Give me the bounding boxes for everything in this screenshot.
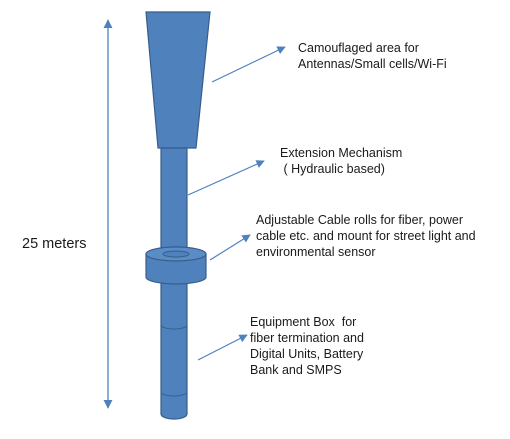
equipment-box-line-4: Bank and SMPS: [250, 363, 342, 377]
extension-mechanism-label: Extension Mechanism ( Hydraulic based): [280, 145, 402, 177]
height-label: 25 meters: [22, 236, 87, 252]
equipment-box-label: Equipment Box for fiber termination and …: [250, 314, 364, 378]
extension-mechanism-line-1: Extension Mechanism: [280, 146, 403, 160]
extension-mast: [160, 139, 188, 257]
cable-rolls-label: Adjustable Cable rolls for fiber, power …: [256, 212, 476, 260]
extension-mechanism-line-2: ( Hydraulic based): [280, 162, 385, 176]
equipment-box-line-1: Equipment Box for: [250, 315, 357, 329]
callout-arrow-camouflaged-area: [211, 46, 286, 83]
camouflaged-area-label: Camouflaged area for Antennas/Small cell…: [298, 40, 447, 72]
callout-arrow-cable-rolls: [209, 234, 251, 261]
cable-roll-collar: [145, 246, 207, 285]
cable-rolls-line-1: Adjustable Cable rolls for fiber, power: [256, 213, 464, 227]
cable-rolls-line-3: environmental sensor: [256, 245, 376, 259]
lower-pole-section: [160, 280, 188, 420]
camouflaged-area-line-1: Camouflaged area for: [298, 41, 419, 55]
callout-arrow-equipment-box: [197, 334, 248, 361]
cable-rolls-line-2: cable etc. and mount for street light an…: [256, 229, 476, 243]
equipment-box-line-3: Digital Units, Battery: [250, 347, 364, 361]
callout-arrow-extension-mechanism: [187, 160, 265, 196]
camouflaged-area-line-2: Antennas/Small cells/Wi-Fi: [298, 57, 447, 71]
equipment-box-line-2: fiber termination and: [250, 331, 364, 345]
antenna-housing: [145, 11, 211, 149]
